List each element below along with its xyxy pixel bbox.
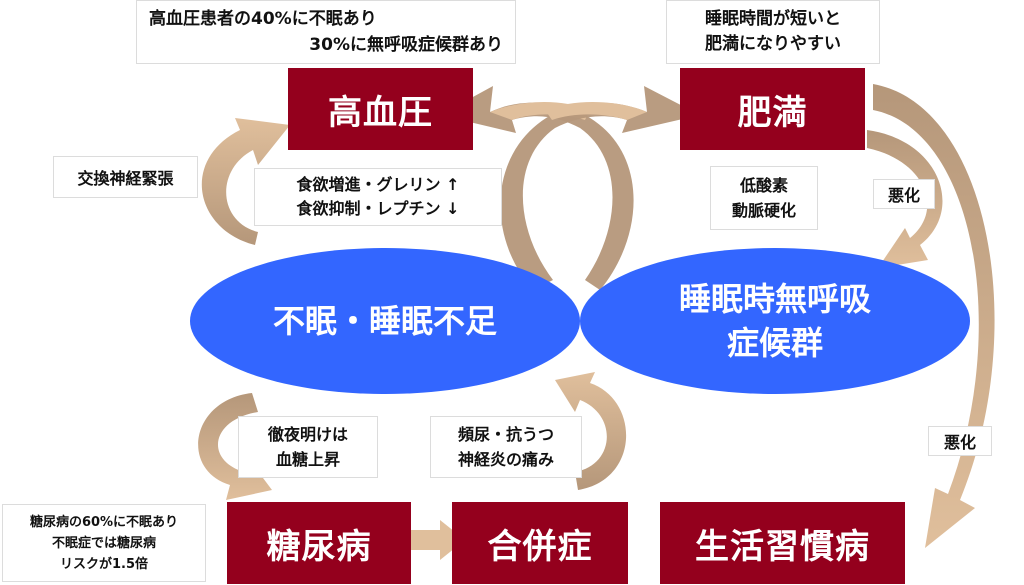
note-line: 食欲抑制・レプチン ↓ — [296, 199, 460, 218]
note-line: 悪化 — [943, 433, 976, 452]
ellipse-insomnia: 不眠・睡眠不足 — [190, 248, 580, 394]
ellipse-label: 不眠・睡眠不足 — [272, 302, 497, 340]
note-line: 神経炎の痛み — [457, 450, 554, 469]
box-hypertension: 高血圧 — [288, 68, 473, 150]
note-line: 30%に無呼吸症候群あり — [309, 35, 503, 55]
arrow-insomnia-to-hypertension — [201, 118, 290, 245]
box-lifestyle-disease: 生活習慣病 — [660, 502, 905, 584]
note-line: 低酸素 — [739, 176, 788, 195]
note-line: 食欲増進・グレリン ↑ — [296, 175, 460, 194]
arrow-obesity-to-lifestyle — [873, 84, 995, 548]
note-all-nighter: 徹夜明けは 血糖上昇 — [238, 416, 378, 478]
note-worsen-1: 悪化 — [873, 179, 935, 209]
note-line: 血糖上昇 — [275, 450, 340, 469]
ellipse-label: 症候群 — [726, 324, 823, 362]
ellipse-label: 睡眠時無呼吸 — [678, 280, 871, 318]
note-worsen-2: 悪化 — [928, 426, 992, 456]
box-obesity: 肥満 — [680, 68, 865, 150]
note-hypoxia: 低酸素 動脈硬化 — [710, 166, 818, 230]
note-frequent-urination: 頻尿・抗うつ 神経炎の痛み — [430, 416, 582, 478]
note-line: リスクが1.5倍 — [59, 556, 149, 572]
box-diabetes: 糖尿病 — [227, 502, 411, 584]
note-line: 悪化 — [887, 186, 920, 205]
note-line: 糖尿病の60%に不眠あり — [29, 514, 179, 530]
note-line: 徹夜明けは — [267, 425, 348, 444]
note-diabetes-stats: 糖尿病の60%に不眠あり 不眠症では糖尿病 リスクが1.5倍 — [2, 504, 206, 582]
arrow-complications-to-insomnia — [555, 372, 627, 490]
arrow-obesity-to-apnea — [867, 130, 943, 268]
note-hypertension-stats: 高血圧患者の40%に不眠あり 30%に無呼吸症候群あり — [136, 0, 516, 64]
box-complications: 合併症 — [452, 502, 628, 584]
note-line: 睡眠時間が短いと — [705, 9, 841, 29]
note-sympathetic: 交換神経緊張 — [53, 156, 198, 198]
ellipse-apnea: 睡眠時無呼吸 症候群 — [580, 248, 970, 394]
arrow-diabetes-to-complications — [410, 520, 465, 560]
note-obesity-sleep: 睡眠時間が短いと 肥満になりやすい — [666, 0, 880, 64]
note-appetite: 食欲増進・グレリン ↑ 食欲抑制・レプチン ↓ — [254, 168, 502, 226]
note-line: 頻尿・抗うつ — [457, 425, 554, 444]
note-line: 肥満になりやすい — [705, 34, 841, 54]
note-line: 交換神経緊張 — [77, 169, 174, 188]
note-line: 高血圧患者の40%に不眠あり — [149, 9, 377, 29]
note-line: 不眠症では糖尿病 — [51, 535, 156, 551]
note-line: 動脈硬化 — [731, 201, 796, 220]
